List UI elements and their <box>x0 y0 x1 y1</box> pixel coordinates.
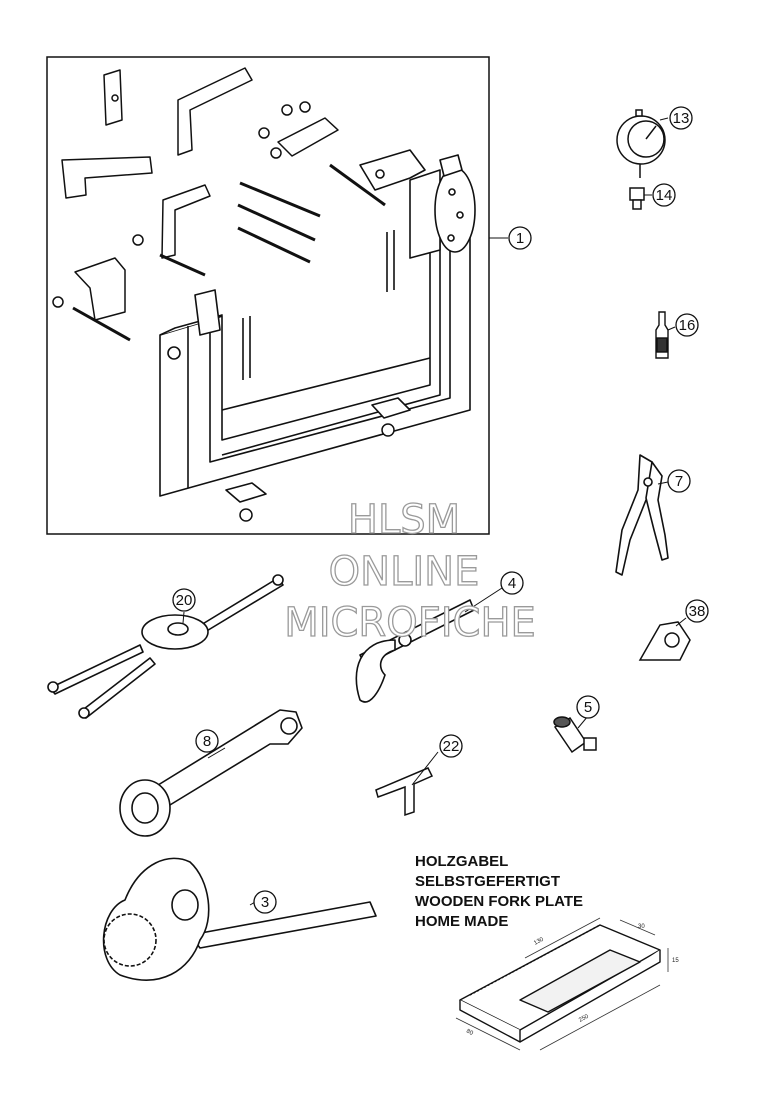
watermark: HLSM ONLINE MICROFICHE <box>284 496 537 646</box>
clutch-holder <box>102 857 377 981</box>
stand-assembly <box>159 149 476 503</box>
watermark-line-2: ONLINE <box>329 549 480 595</box>
socket-tool <box>553 716 597 754</box>
dim-15: 15 <box>672 958 679 964</box>
dial-gauge <box>616 109 666 178</box>
note-line-2: SELBSTGEFERTIGT <box>415 873 561 890</box>
gauge-plate <box>375 767 434 817</box>
svg-text:14: 14 <box>656 187 673 204</box>
note-line-3: WOODEN FORK PLATE <box>415 893 584 910</box>
note-line-4: HOME MADE <box>415 913 509 930</box>
callout-22: 22 <box>439 734 463 758</box>
svg-text:1: 1 <box>516 230 524 247</box>
callout-8: 8 <box>195 729 219 753</box>
callout-3: 3 <box>253 890 277 914</box>
callout-16: 16 <box>675 313 699 337</box>
holding-wrench <box>47 574 284 719</box>
callout-1: 1 <box>508 226 532 250</box>
svg-text:8: 8 <box>203 733 211 750</box>
svg-text:7: 7 <box>675 473 683 490</box>
dim-30: 30 <box>638 924 645 930</box>
dim-130: 130 <box>533 936 545 946</box>
wooden-fork-plate <box>459 924 661 1043</box>
callout-14: 14 <box>652 183 676 207</box>
svg-text:16: 16 <box>679 317 696 334</box>
stand-loose-parts <box>52 67 395 522</box>
svg-text:5: 5 <box>584 699 592 716</box>
svg-text:20: 20 <box>176 592 193 609</box>
circlip-pliers <box>615 454 669 576</box>
kit-frame <box>46 56 490 535</box>
fork-plate-dimensions <box>455 917 669 1051</box>
watermark-line-1: HLSM <box>348 497 460 543</box>
svg-text:38: 38 <box>689 603 706 620</box>
svg-text:4: 4 <box>508 575 516 592</box>
gauge-adapter <box>629 187 645 210</box>
hook-wrench <box>355 599 475 703</box>
sealant-bottle <box>655 311 669 359</box>
dim-250: 250 <box>578 1013 590 1023</box>
pin-spanner <box>119 709 303 837</box>
callout-13: 13 <box>669 106 693 130</box>
svg-text:22: 22 <box>443 738 460 755</box>
svg-text:3: 3 <box>261 894 269 911</box>
watermark-line-3: MICROFICHE <box>284 600 536 646</box>
callout-5: 5 <box>576 695 600 719</box>
callout-20: 20 <box>172 588 196 612</box>
callout-4: 4 <box>500 571 524 595</box>
callout-7: 7 <box>667 469 691 493</box>
dim-80: 80 <box>465 1028 474 1037</box>
locking-washer-tool <box>638 621 691 661</box>
svg-text:13: 13 <box>673 110 690 127</box>
note-line-1: HOLZGABEL <box>415 853 509 870</box>
callout-38: 38 <box>685 599 709 623</box>
fork-plate-note: HOLZGABEL SELBSTGEFERTIGT WOODEN FORK PL… <box>415 852 583 932</box>
